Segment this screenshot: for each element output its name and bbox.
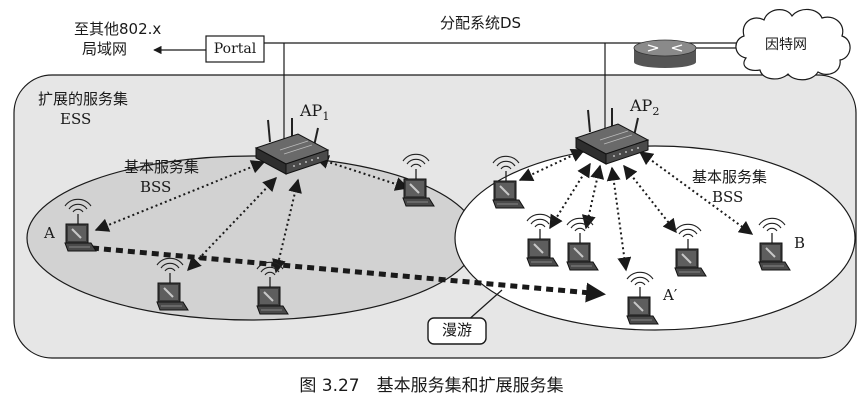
connections [94,149,754,274]
station-a2-label: A′ [663,286,678,304]
ess-label-2: ESS [60,110,92,128]
portal-label: Portal [213,41,257,57]
bss1-label-1: 基本服务集 [124,158,200,176]
station-a-label: A [44,224,55,242]
ds-label: 分配系统DS [440,14,522,32]
roaming-box [427,317,487,345]
cloud-icon [735,8,851,81]
router-icon [633,39,697,68]
link-ap2-b [638,151,754,235]
bss2-label-2: BSS [712,188,744,206]
figure-caption: 图 3.27 基本服务集和扩展服务集 [299,376,564,396]
roaming-callout [465,289,503,323]
bss2-label-1: 基本服务集 [692,168,768,186]
link-ap2-3 [581,164,605,230]
link-ap1-bottom2 [272,178,302,274]
ap1-label: AP1 [300,101,330,123]
link-ap2-a2 [606,166,632,272]
ess-label-1: 扩展的服务集 [38,90,129,108]
link-ap1-a [94,160,266,232]
internet-label: 因特网 [765,37,807,53]
link-ap1-bottom1 [187,176,277,272]
ap2-label: AP2 [630,96,660,118]
link-ap1-bss1-right [314,155,410,191]
portal-box [205,35,265,63]
roaming-path [91,245,606,303]
other-lan-label-2: 局域网 [82,40,128,58]
bss1-label-2: BSS [140,178,172,196]
station-b-label: B [794,234,806,252]
other-lan-label-1: 至其他802.x [74,20,162,38]
roaming-label: 漫游 [441,321,472,339]
